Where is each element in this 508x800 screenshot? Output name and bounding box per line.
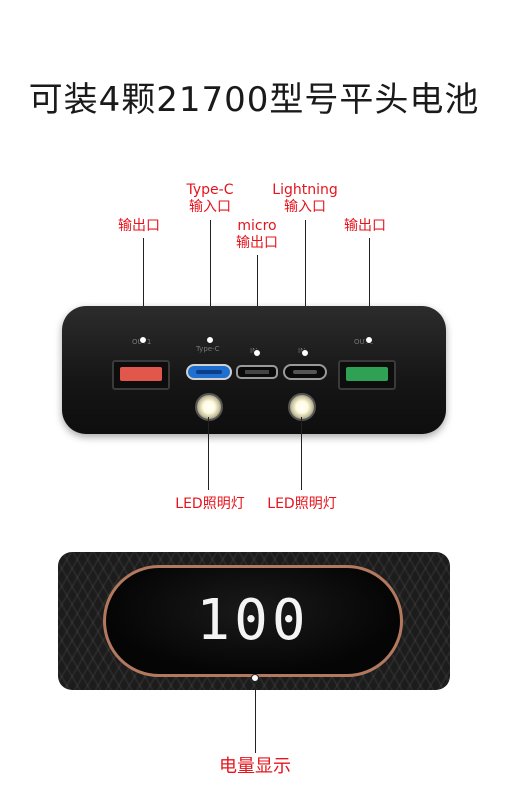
usb-a-port-left xyxy=(112,360,170,390)
leader-line-micro xyxy=(257,255,258,351)
label-output-right: 输出口 xyxy=(344,218,386,235)
lightning-port xyxy=(283,364,327,380)
typec-slot xyxy=(196,370,222,374)
led-light-left xyxy=(195,393,223,421)
leader-line-output-left xyxy=(143,238,144,338)
port-caption-typec: Type-C xyxy=(196,345,220,353)
leader-dot-micro xyxy=(253,349,261,357)
leader-line-output-right xyxy=(369,238,370,338)
label-led-right: LED照明灯 xyxy=(267,496,337,512)
label-lightning-line1: Lightning xyxy=(272,182,338,198)
label-typec: Type-C 输入口 xyxy=(180,182,240,216)
label-micro-line1: micro xyxy=(237,218,277,234)
leader-line-lightning xyxy=(305,220,306,351)
typec-port xyxy=(186,364,232,380)
leader-line-led-left xyxy=(208,417,209,490)
leader-dot-typec xyxy=(206,336,214,344)
leader-dot-output-right xyxy=(365,336,373,344)
leader-line-led-right xyxy=(301,417,302,490)
micro-slot xyxy=(245,370,269,374)
usb-a-tongue-right xyxy=(346,367,388,381)
led-light-right xyxy=(288,393,316,421)
micro-usb-port xyxy=(236,365,278,379)
leader-dot-output-left xyxy=(139,336,147,344)
label-lightning-line2: 输入口 xyxy=(284,199,326,215)
page-title: 可装4颗21700型号平头电池 xyxy=(28,80,480,120)
usb-a-tongue-left xyxy=(120,367,162,381)
label-led-left: LED照明灯 xyxy=(175,496,245,512)
battery-level-readout: 100 xyxy=(196,588,310,653)
label-output-left: 输出口 xyxy=(118,218,160,235)
label-output-left-text: 输出口 xyxy=(118,218,160,234)
label-micro: micro 输出口 xyxy=(230,218,284,252)
label-typec-line2: 输入口 xyxy=(189,199,231,215)
lightning-slot xyxy=(293,370,317,374)
usb-a-port-right xyxy=(338,360,396,390)
label-output-right-text: 输出口 xyxy=(344,218,386,234)
port-caption-right-usb: OUT2 xyxy=(354,338,374,346)
battery-display: 100 xyxy=(103,565,403,677)
label-micro-line2: 输出口 xyxy=(236,235,278,251)
label-typec-line1: Type-C xyxy=(186,182,234,198)
leader-line-display xyxy=(255,681,256,753)
leader-dot-lightning xyxy=(301,349,309,357)
label-lightning: Lightning 输入口 xyxy=(264,182,346,216)
leader-line-typec xyxy=(210,220,211,338)
label-display: 电量显示 xyxy=(219,756,291,777)
